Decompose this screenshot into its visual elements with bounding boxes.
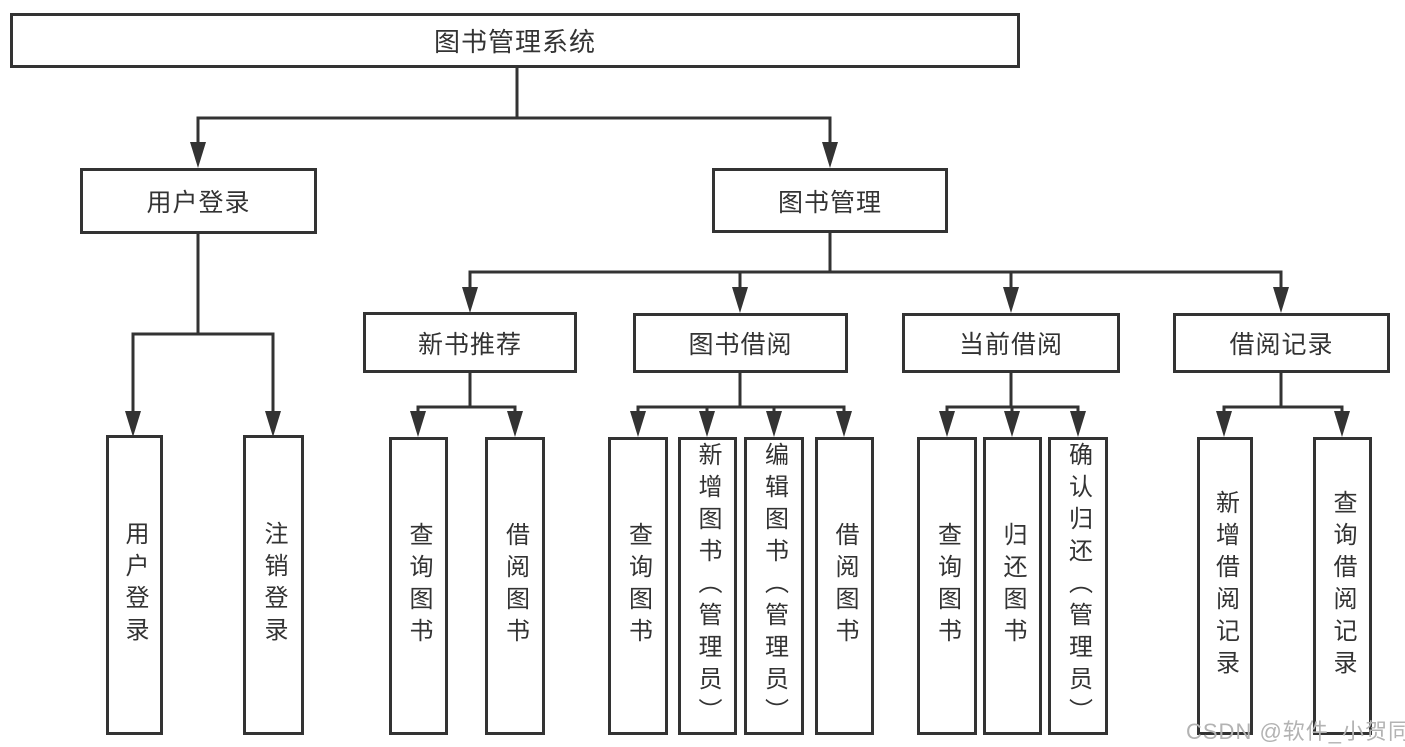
connector-book-borrow-children [630,373,852,437]
leaf-add-borrow-record: 新增借阅记录 [1197,437,1253,735]
leaf-confirm-return-admin-label: 确认归还（管理员） [1064,442,1092,730]
leaf-user-login-label: 用户登录 [121,521,148,649]
node-current-borrowing-label: 当前借阅 [958,331,1063,359]
leaf-add-books-admin-label: 新增图书（管理员） [694,442,721,730]
node-root: 图书管理系统 [10,13,1020,68]
node-book-management-label: 图书管理 [777,188,882,217]
node-book-management: 图书管理 [712,168,948,233]
connector-borrow-records-children [1216,373,1350,437]
connector-book-management-children [462,233,1289,313]
node-borrowing-records-label: 借阅记录 [1229,331,1334,359]
leaf-borrow-books: 借阅图书 [815,437,874,735]
node-book-borrowing: 图书借阅 [633,313,848,373]
leaf-borrow-books-recommend: 借阅图书 [485,437,545,735]
leaf-query-borrow-record: 查询借阅记录 [1313,437,1372,735]
leaf-borrow-books-label: 借阅图书 [831,522,858,650]
leaf-logout-label: 注销登录 [260,521,287,649]
connector-root-to-level2 [190,68,838,168]
node-book-borrowing-label: 图书借阅 [688,331,793,359]
leaf-query-books-recommend: 查询图书 [389,437,448,735]
leaf-confirm-return-admin: 确认归还（管理员） [1048,437,1108,735]
node-root-label: 图书管理系统 [433,27,596,57]
node-user-login-label: 用户登录 [146,189,251,217]
leaf-add-borrow-record-label: 新增借阅记录 [1211,490,1239,682]
leaf-return-books-label: 归还图书 [999,522,1026,650]
leaf-query-books-current-label: 查询图书 [933,522,961,650]
leaf-logout: 注销登录 [243,435,304,735]
connector-user-login-children [125,234,281,437]
leaf-borrow-books-recommend-label: 借阅图书 [501,522,529,650]
node-new-book-recommendation-label: 新书推荐 [417,330,522,359]
leaf-return-books: 归还图书 [983,437,1042,735]
leaf-add-books-admin: 新增图书（管理员） [678,437,737,735]
node-current-borrowing: 当前借阅 [902,313,1120,373]
node-new-book-recommendation: 新书推荐 [363,312,577,373]
connector-current-borrow-children [939,373,1086,437]
leaf-user-login: 用户登录 [106,435,163,735]
leaf-edit-books-admin-label: 编辑图书（管理员） [760,442,788,730]
leaf-query-books-borrow: 查询图书 [608,437,668,735]
leaf-query-borrow-record-label: 查询借阅记录 [1329,490,1356,682]
connector-new-book-children [410,373,523,437]
node-borrowing-records: 借阅记录 [1173,313,1390,373]
leaf-query-books-borrow-label: 查询图书 [624,522,652,650]
csdn-watermark: CSDN @软件_小贺同学 [1186,719,1405,744]
leaf-query-books-recommend-label: 查询图书 [405,522,432,650]
node-user-login: 用户登录 [80,168,317,234]
leaf-query-books-current: 查询图书 [917,437,977,735]
leaf-edit-books-admin: 编辑图书（管理员） [744,437,804,735]
